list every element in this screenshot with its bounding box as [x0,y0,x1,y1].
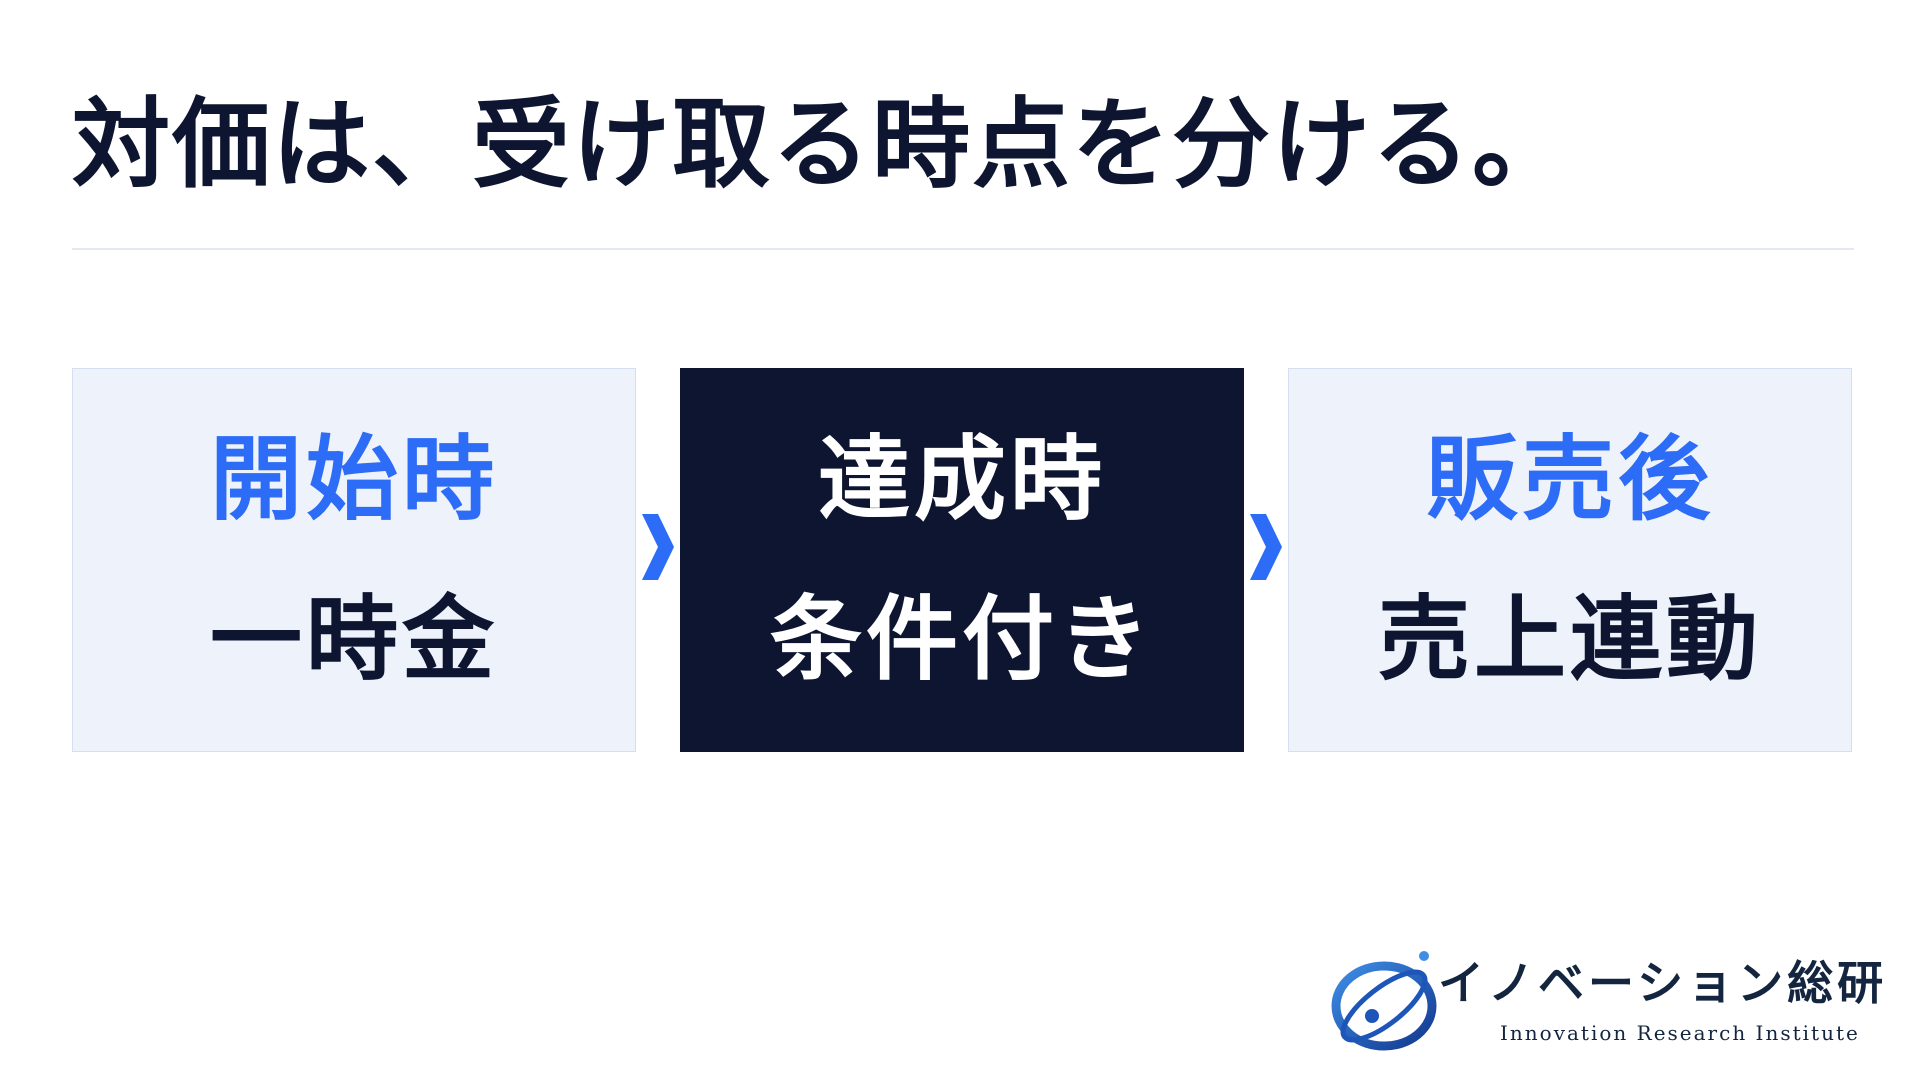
chevron-right-icon [1250,514,1282,580]
title-divider [72,248,1854,250]
step-value: 一時金 [209,586,498,693]
step-label: 開始時 [209,426,498,533]
step-card-start: 開始時 一時金 [72,368,636,752]
step-card-after-sales: 販売後 売上連動 [1288,368,1852,752]
step-card-achievement: 達成時 条件付き [680,368,1244,752]
slide-title: 対価は、受け取る時点を分ける。 [72,88,1573,202]
step-value: 売上連動 [1377,586,1762,693]
orbit-globe-icon [1331,951,1437,1051]
logo-name: イノベーション総研 [1438,956,1888,1010]
step-label: 達成時 [817,426,1106,533]
logo-subtitle: Innovation Research Institute [1500,1021,1860,1045]
step-label: 販売後 [1425,426,1714,533]
company-logo: イノベーション総研 Innovation Research Institute [1328,946,1888,1070]
step-value: 条件付き [769,586,1154,693]
chevron-right-icon [642,514,674,580]
